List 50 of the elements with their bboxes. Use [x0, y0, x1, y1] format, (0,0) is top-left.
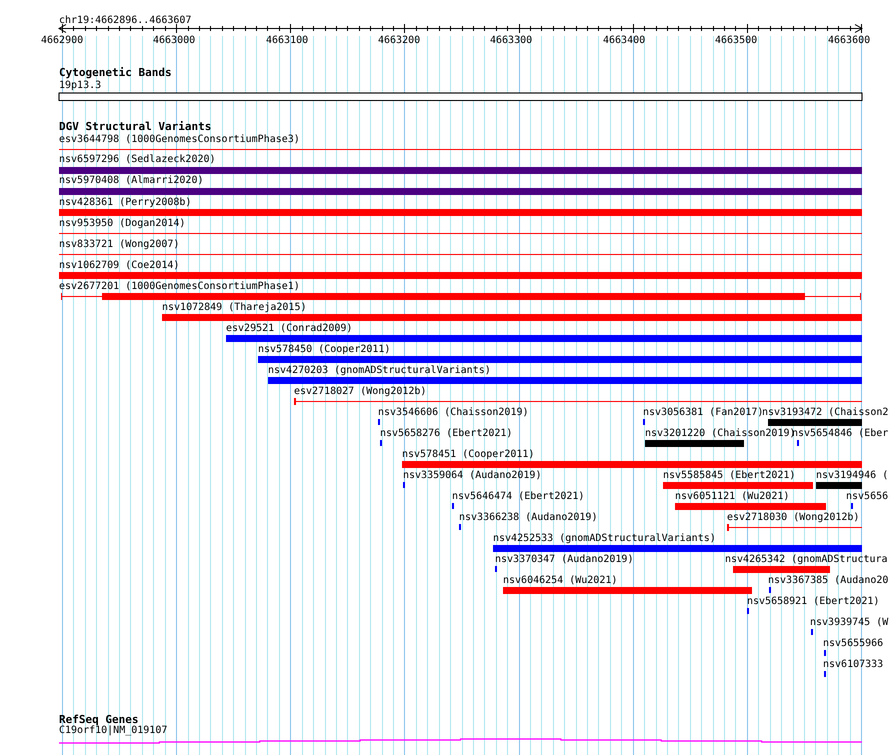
tick-label: 4663300 [490, 35, 532, 47]
feature-label: nsv5970408 (Almarri2020) [59, 175, 204, 187]
feature-label: esv29521 (Conrad2009) [226, 323, 352, 335]
feature-label: nsv4270203 (gnomADStructuralVariants) [268, 365, 491, 377]
feature-label: nsv3056381 (Fan2017) [643, 407, 764, 419]
feature-label: nsv833721 (Wong2007) [59, 239, 180, 251]
feature-label: C19orf10|NM_019107 [59, 725, 168, 737]
feature-label: nsv5585845 (Ebert2021) [663, 470, 796, 482]
feature-label: nsv4265342 (gnomADStructura [725, 554, 888, 566]
track-title: DGV Structural Variants [59, 121, 212, 133]
feature-label: esv3644798 (1000GenomesConsortiumPhase3) [59, 134, 300, 146]
feature-label: nsv5655966 [823, 638, 884, 650]
axis-range-label: chr19:4662896..4663607 [59, 15, 192, 27]
feature-label: esv2677201 (1000GenomesConsortiumPhase1) [59, 281, 300, 293]
feature-label: nsv578451 (Cooper2011) [402, 449, 534, 461]
feature-label: esv2718027 (Wong2012b) [294, 386, 426, 398]
feature-label: nsv6046254 (Wu2021) [503, 575, 618, 587]
feature-label: nsv1062709 (Coe2014) [59, 260, 180, 272]
feature-label: nsv3193472 (Chaisson2 [762, 407, 888, 419]
feature-label: nsv3367385 (Audano20 [768, 575, 888, 587]
feature-label: nsv5656 [846, 491, 888, 503]
feature-label: nsv5646474 (Ebert2021) [452, 491, 584, 503]
tick-label: 4663400 [603, 35, 646, 47]
feature-label: nsv5658921 (Ebert2021) [747, 596, 880, 608]
feature-label: nsv6051121 (Wu2021) [675, 491, 790, 503]
feature-label: nsv428361 (Perry2008b) [59, 197, 192, 209]
feature-label: nsv3359064 (Audano2019) [403, 470, 542, 482]
feature-label: nsv3939745 (W [810, 617, 888, 629]
feature-label: 19p13.3 [59, 80, 102, 92]
track-title: Cytogenetic Bands [59, 67, 172, 79]
feature-label: nsv3194946 ( [816, 470, 888, 482]
feature-label: nsv6107333 [823, 659, 884, 671]
feature-label: nsv3370347 (Audano2019) [495, 554, 634, 566]
tick-label: 4663000 [153, 35, 196, 47]
feature-label: nsv3366238 (Audano2019) [459, 512, 598, 524]
feature-label: esv2718030 (Wong2012b) [727, 512, 860, 524]
feature-label: nsv1072849 (Thareja2015) [162, 302, 306, 314]
tick-label: 4663500 [715, 35, 758, 47]
tick-label: 4663100 [266, 35, 308, 47]
feature-label: nsv5654846 (Eber [792, 428, 888, 440]
track-title: RefSeq Genes [59, 714, 138, 726]
feature-label: nsv953950 (Dogan2014) [59, 218, 186, 230]
feature-label: nsv5658276 (Ebert2021) [380, 428, 512, 440]
tick-label: 4663200 [378, 35, 420, 47]
feature-label: nsv3546606 (Chaisson2019) [378, 407, 529, 419]
tick-label: 4663600 [828, 35, 870, 47]
tick-label: 4662900 [41, 35, 84, 47]
feature-label: nsv4252533 (gnomADStructuralVariants) [493, 533, 716, 545]
feature-label: nsv6597296 (Sedlazeck2020) [59, 154, 216, 166]
feature-label: nsv578450 (Cooper2011) [258, 344, 390, 356]
